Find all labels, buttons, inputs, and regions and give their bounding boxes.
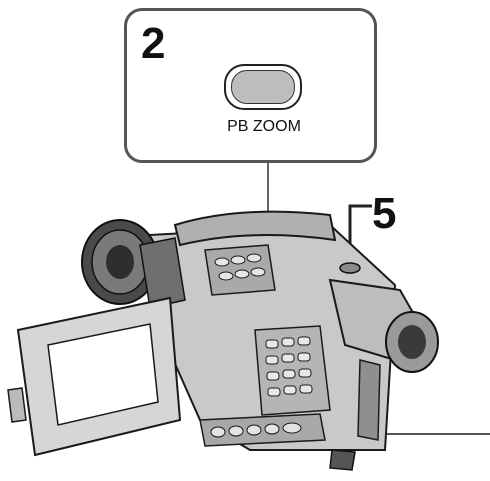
top-handle <box>173 210 337 247</box>
lcd-hinge-tab <box>7 387 27 423</box>
viewfinder-lens <box>398 325 426 359</box>
bottom-button-strip <box>199 413 326 447</box>
step-number-5: 5 <box>372 189 397 238</box>
top-buttons <box>214 253 266 281</box>
pb-zoom-label: PB ZOOM <box>227 118 301 135</box>
top-zoom-button <box>339 262 361 274</box>
step-number-2: 2 <box>141 19 166 68</box>
lens-ring <box>139 237 186 309</box>
bottom-connector <box>329 449 356 471</box>
step-five-arrow <box>348 204 372 258</box>
bottom-buttons <box>210 422 302 438</box>
pb-zoom-button-face <box>231 70 295 104</box>
lcd-screen <box>47 323 159 426</box>
rear-buttons <box>265 336 313 397</box>
hand-grip <box>357 359 381 441</box>
lens-glass <box>106 245 134 279</box>
pb-zoom-button <box>224 64 302 110</box>
